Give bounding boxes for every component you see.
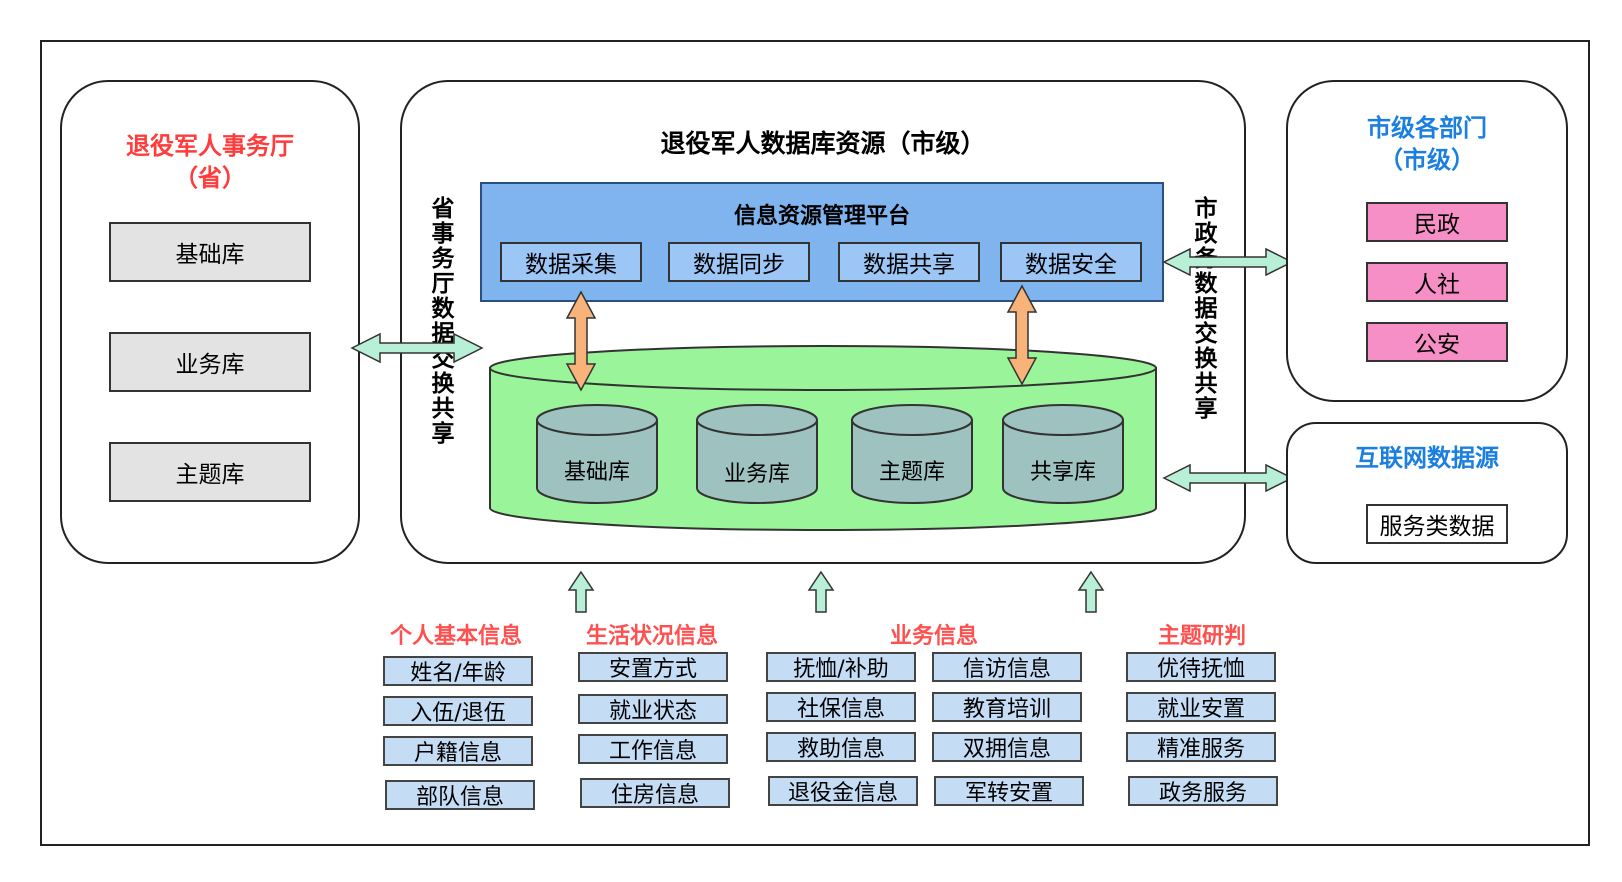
province-exchange-label: 省事务厅数据交换共享 <box>427 196 453 446</box>
db-label-business: 业务库 <box>723 462 790 487</box>
db-cylinder-share <box>1002 404 1124 504</box>
item-troop[interactable]: 部队信息 <box>385 780 535 810</box>
category-theme-title: 主题研判 <box>1157 624 1246 649</box>
item-placement-mode[interactable]: 安置方式 <box>578 652 728 682</box>
data-share-box[interactable]: 数据共享 <box>838 242 980 282</box>
city-exchange-label: 市政务数据交换共享 <box>1190 196 1216 421</box>
province-theme-db[interactable]: 主题库 <box>109 442 311 502</box>
main-title: 退役军人数据库资源（市级） <box>660 129 986 158</box>
dept-civil-affairs[interactable]: 民政 <box>1366 202 1508 242</box>
item-precise-service[interactable]: 精准服务 <box>1126 732 1276 762</box>
province-exchange-arrow <box>350 332 484 364</box>
service-data-box[interactable]: 服务类数据 <box>1366 504 1508 544</box>
item-pension-subsidy[interactable]: 抚恤/补助 <box>766 652 916 682</box>
item-dual-support[interactable]: 双拥信息 <box>932 732 1082 762</box>
city-depts-title: 市级各部门 （市级） <box>1367 114 1487 174</box>
category-living-title: 生活状况信息 <box>585 624 718 649</box>
item-retirement-pay[interactable]: 退役金信息 <box>768 776 918 806</box>
orange-double-arrow-left <box>565 290 597 392</box>
dept-human-resources[interactable]: 人社 <box>1366 262 1508 302</box>
city-dept-exchange-arrow <box>1162 247 1294 277</box>
category-personal-title: 个人基本信息 <box>389 624 522 649</box>
data-security-box[interactable]: 数据安全 <box>1000 242 1142 282</box>
data-sync-box[interactable]: 数据同步 <box>668 242 810 282</box>
item-preferential-care[interactable]: 优待抚恤 <box>1126 652 1276 682</box>
db-cylinder-business <box>696 404 818 504</box>
dept-public-security[interactable]: 公安 <box>1366 322 1508 362</box>
province-title: 退役军人事务厅 （省） <box>126 132 294 192</box>
item-relief-info[interactable]: 救助信息 <box>766 732 916 762</box>
item-petition-info[interactable]: 信访信息 <box>932 652 1082 682</box>
up-arrow-3 <box>1077 570 1105 613</box>
db-label-share: 共享库 <box>1029 460 1096 485</box>
item-household[interactable]: 户籍信息 <box>383 736 533 766</box>
internet-exchange-arrow <box>1162 463 1294 493</box>
up-arrow-2 <box>807 570 835 613</box>
item-name-age[interactable]: 姓名/年龄 <box>383 656 533 686</box>
data-collection-box[interactable]: 数据采集 <box>500 242 642 282</box>
item-enlist-discharge[interactable]: 入伍/退伍 <box>383 696 533 726</box>
outer-frame <box>40 40 1590 846</box>
item-employment-status[interactable]: 就业状态 <box>578 694 728 724</box>
internet-title: 互联网数据源 <box>1355 444 1499 472</box>
platform-title: 信息资源管理平台 <box>733 204 910 229</box>
item-work-info[interactable]: 工作信息 <box>578 734 728 764</box>
item-social-security[interactable]: 社保信息 <box>766 692 916 722</box>
orange-double-arrow-right <box>1006 284 1038 386</box>
item-housing-info[interactable]: 住房信息 <box>580 778 730 808</box>
db-cylinder-theme <box>851 404 973 504</box>
item-military-transfer[interactable]: 军转安置 <box>934 776 1084 806</box>
db-label-theme: 主题库 <box>878 460 945 485</box>
item-employment-placement[interactable]: 就业安置 <box>1126 692 1276 722</box>
category-business-title: 业务信息 <box>889 624 978 649</box>
db-label-basic: 基础库 <box>563 460 630 485</box>
province-basic-db[interactable]: 基础库 <box>109 222 311 282</box>
province-business-db[interactable]: 业务库 <box>109 332 311 392</box>
up-arrow-1 <box>567 570 595 613</box>
item-education-training[interactable]: 教育培训 <box>932 692 1082 722</box>
db-cylinder-basic <box>536 404 658 504</box>
item-government-service[interactable]: 政务服务 <box>1128 776 1278 806</box>
